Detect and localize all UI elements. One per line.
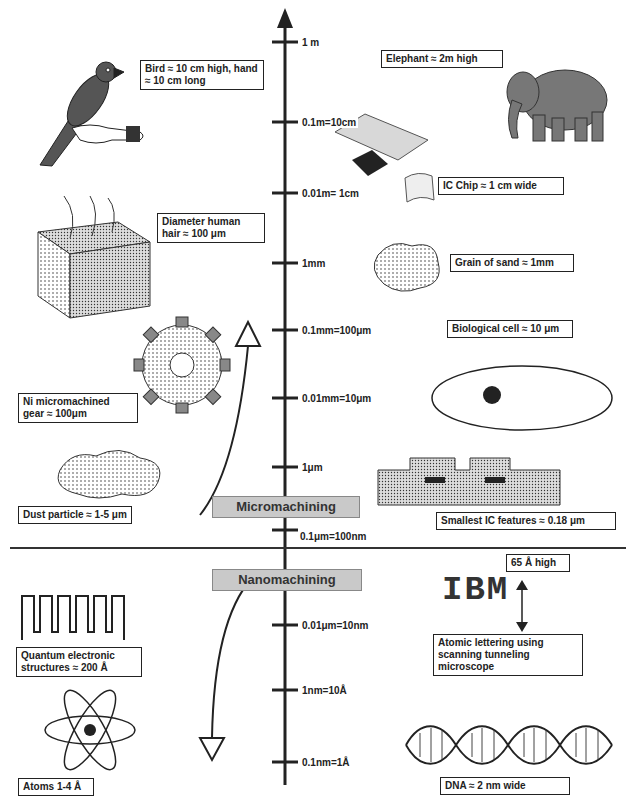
scale-band: Nanomachining [212,569,362,591]
dust-particle [58,450,160,498]
caption-box: 65 Å high [506,554,570,572]
scale-label: 1mm [300,258,327,269]
caption-text: Bird ≈ 10 cm high, hand ≈ 10 cm long [145,63,259,87]
scale-label: 0.1nm=1Å [300,757,352,768]
caption-text: IC Chip ≈ 1 cm wide [443,180,559,192]
caption-text: Dust particle ≈ 1-5 μm [23,509,127,521]
caption-box: Dust particle ≈ 1-5 μm [18,506,132,524]
caption-box: Atoms 1-4 Å [18,778,94,796]
scale-label: 0.1mm=100μm [300,325,373,336]
caption-text: Ni micromachined gear ≈ 100μm [23,396,133,420]
open-arrowhead [200,738,224,760]
atomic-lettering: IBM [440,571,511,609]
elephant-figure [507,70,607,141]
scale-up-arrow [200,346,248,515]
scale-label: 1nm=10Å [300,685,349,696]
caption-text: Nanomachining [217,572,357,588]
scale-label: 0.01mm=10μm [300,393,373,404]
micro-gear [134,317,230,413]
divider-line [10,547,626,549]
caption-text: Atomic lettering using scanning tunnelin… [438,637,578,673]
caption-box: Ni micromachined gear ≈ 100μm [18,393,138,423]
caption-text: Smallest IC features ≈ 0.18 μm [441,515,611,527]
caption-text: Atoms 1-4 Å [23,781,89,793]
ic-feature [485,477,505,483]
open-arrowhead [236,322,260,346]
scale-down-arrow [212,578,252,738]
scale-axis [272,24,298,785]
caption-box: DNA ≈ 2 nm wide [440,777,570,795]
hand-cuff [126,126,140,142]
caption-text: Grain of sand ≈ 1mm [455,257,569,269]
scale-label: 0.01m= 1cm [300,188,361,199]
caption-box: Quantum electronic structures ≈ 200 Å [16,647,142,677]
axis-arrowhead [277,8,293,28]
caption-text: Quantum electronic structures ≈ 200 Å [21,650,137,674]
biological-cell [432,366,612,430]
skin-block [38,196,150,318]
caption-box: Atomic lettering using scanning tunnelin… [433,634,583,676]
caption-text: Elephant ≈ 2m high [386,53,498,65]
caption-box: Diameter human hair ≈ 100 μm [157,213,265,243]
caption-text: 65 Å high [511,557,565,569]
hand-figure [72,125,143,143]
atom-figure [45,684,135,776]
ic-cross-section [378,458,560,505]
dna-helix [406,726,612,764]
quantum-structure [22,596,124,640]
caption-text: Micromachining [217,499,355,515]
caption-box: Bird ≈ 10 cm high, hand ≈ 10 cm long [140,60,264,90]
caption-box: IC Chip ≈ 1 cm wide [438,177,564,195]
scale-label: 0.01μm=10nm [300,620,370,631]
scale-label: 1μm [300,462,325,473]
caption-box: Grain of sand ≈ 1mm [450,254,574,272]
caption-box: Elephant ≈ 2m high [381,50,503,68]
caption-text: Diameter human hair ≈ 100 μm [162,216,260,240]
caption-text: Biological cell ≈ 10 μm [452,323,568,335]
scale-label: 0.1m=10cm [300,117,358,128]
atom-nucleus [84,724,96,736]
scale-label: 0.1μm=100nm [298,531,368,542]
cell-nucleus [483,386,501,404]
ic-chip [352,150,388,176]
sand-grain [374,243,439,291]
scale-band: Micromachining [212,496,360,518]
dna-rungs [420,728,598,762]
arrowhead [516,622,528,632]
caption-text: DNA ≈ 2 nm wide [445,780,565,792]
caption-box: Smallest IC features ≈ 0.18 μm [436,512,616,530]
height-arrow [521,588,523,624]
arrowhead [516,580,528,590]
caption-box: Biological cell ≈ 10 μm [447,320,573,338]
bird-figure [40,62,124,166]
scale-label: 1 m [300,37,321,48]
flex-sheet [405,173,434,202]
ic-feature [425,477,445,483]
